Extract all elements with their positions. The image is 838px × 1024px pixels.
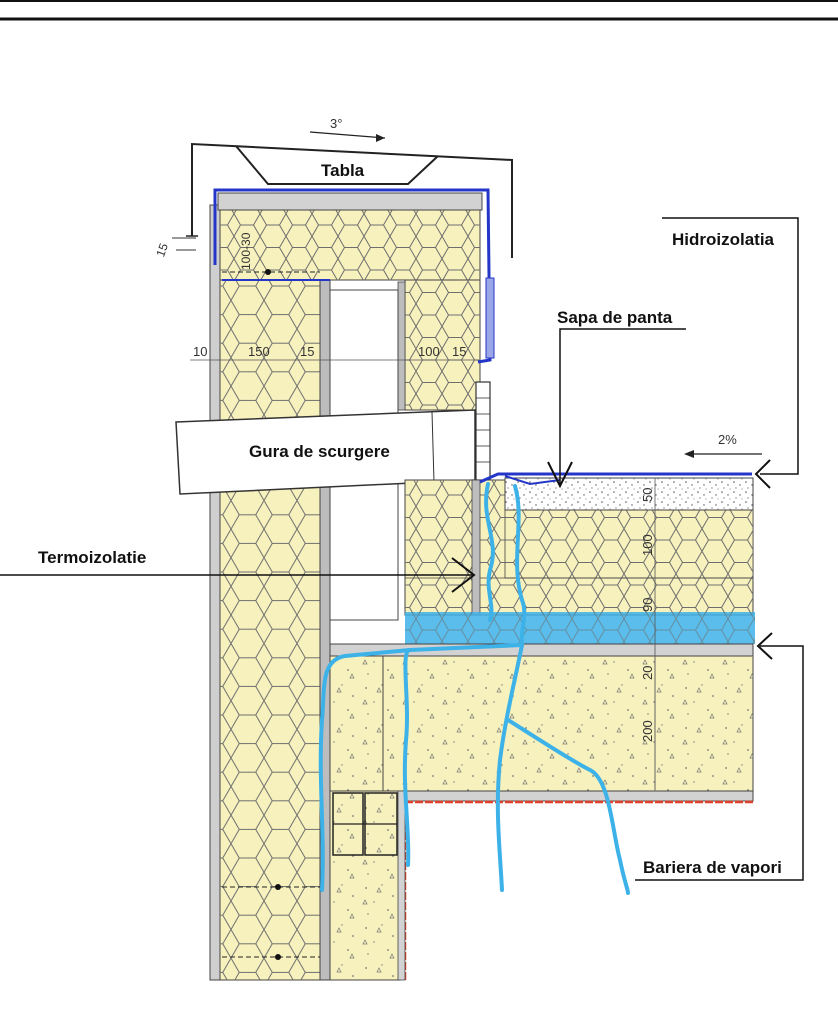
drain-grate xyxy=(475,381,491,481)
parapet-membrane xyxy=(213,188,492,364)
roof-membrane xyxy=(479,472,752,484)
parapet-flashing-strip xyxy=(485,277,495,359)
tabla-trough xyxy=(235,145,439,185)
label-tabla: Tabla xyxy=(321,161,365,180)
lower-wall-plaster xyxy=(397,790,406,981)
parapet-insulation-hex xyxy=(220,210,480,280)
dim-100-wall: 100 xyxy=(418,344,440,359)
dim-100-30: 100-30 xyxy=(239,232,253,270)
drain-collar xyxy=(471,479,481,616)
callout-bariera xyxy=(635,645,804,881)
angle-value: 3° xyxy=(330,116,342,131)
dim-15-a: 15 xyxy=(300,344,314,359)
wall-outer-layer xyxy=(209,204,221,981)
roof-membrane-fold xyxy=(504,475,561,486)
drain-pipe-edge xyxy=(431,411,435,483)
dim-20: 20 xyxy=(640,666,655,680)
label-sapa-de-panta: Sapa de panta xyxy=(557,308,673,327)
parapet-right-insulation-hex xyxy=(405,280,480,410)
dim-90: 90 xyxy=(640,598,655,612)
angle-arrow xyxy=(309,131,386,139)
label-termoizolatie: Termoizolatie xyxy=(38,548,146,567)
label-bariera-de-vapori: Bariera de vapori xyxy=(643,858,782,877)
slope-arrow-head xyxy=(684,450,694,458)
callout-sapa xyxy=(559,328,686,486)
callout-hidroizolatia-arrow xyxy=(754,459,771,489)
water-leak-traces xyxy=(318,482,630,895)
concrete-slab-texture xyxy=(330,656,753,791)
dim-10: 10 xyxy=(193,344,207,359)
parapet-top-slab xyxy=(217,192,483,211)
tabla-cap xyxy=(191,142,513,258)
callout-hidroizolatia xyxy=(662,217,799,475)
dim-50: 50 xyxy=(640,488,655,502)
wet-insulation-hex xyxy=(405,612,755,644)
parapet-dash-dot xyxy=(265,269,271,275)
wall-dash-dot-2 xyxy=(275,954,281,960)
label-hidroizolatia: Hidroizolatia xyxy=(672,230,775,249)
ceiling-plaster xyxy=(404,790,754,802)
dim-150: 150 xyxy=(248,344,270,359)
label-gura-de-scurgere: Gura de scurgere xyxy=(249,442,390,461)
wall-dash-dot-1 xyxy=(275,884,281,890)
callout-sapa-arrow xyxy=(547,461,573,489)
dim-200: 200 xyxy=(640,720,655,742)
dim-15-b: 15 xyxy=(452,344,466,359)
slope-value: 2% xyxy=(718,432,737,447)
parapet-right-gray xyxy=(397,281,406,411)
callout-termoizolatie-arrow xyxy=(451,557,476,593)
screed-top-texture xyxy=(505,478,753,510)
dim-100-ins: 100 xyxy=(640,534,655,556)
dim-15-top: 15 xyxy=(153,241,171,259)
wall-insulation-hex xyxy=(220,280,320,980)
roof-insulation-upper-hex xyxy=(505,510,753,578)
angle-arrow-head xyxy=(376,134,385,142)
callout-bariera-arrow xyxy=(756,632,773,660)
